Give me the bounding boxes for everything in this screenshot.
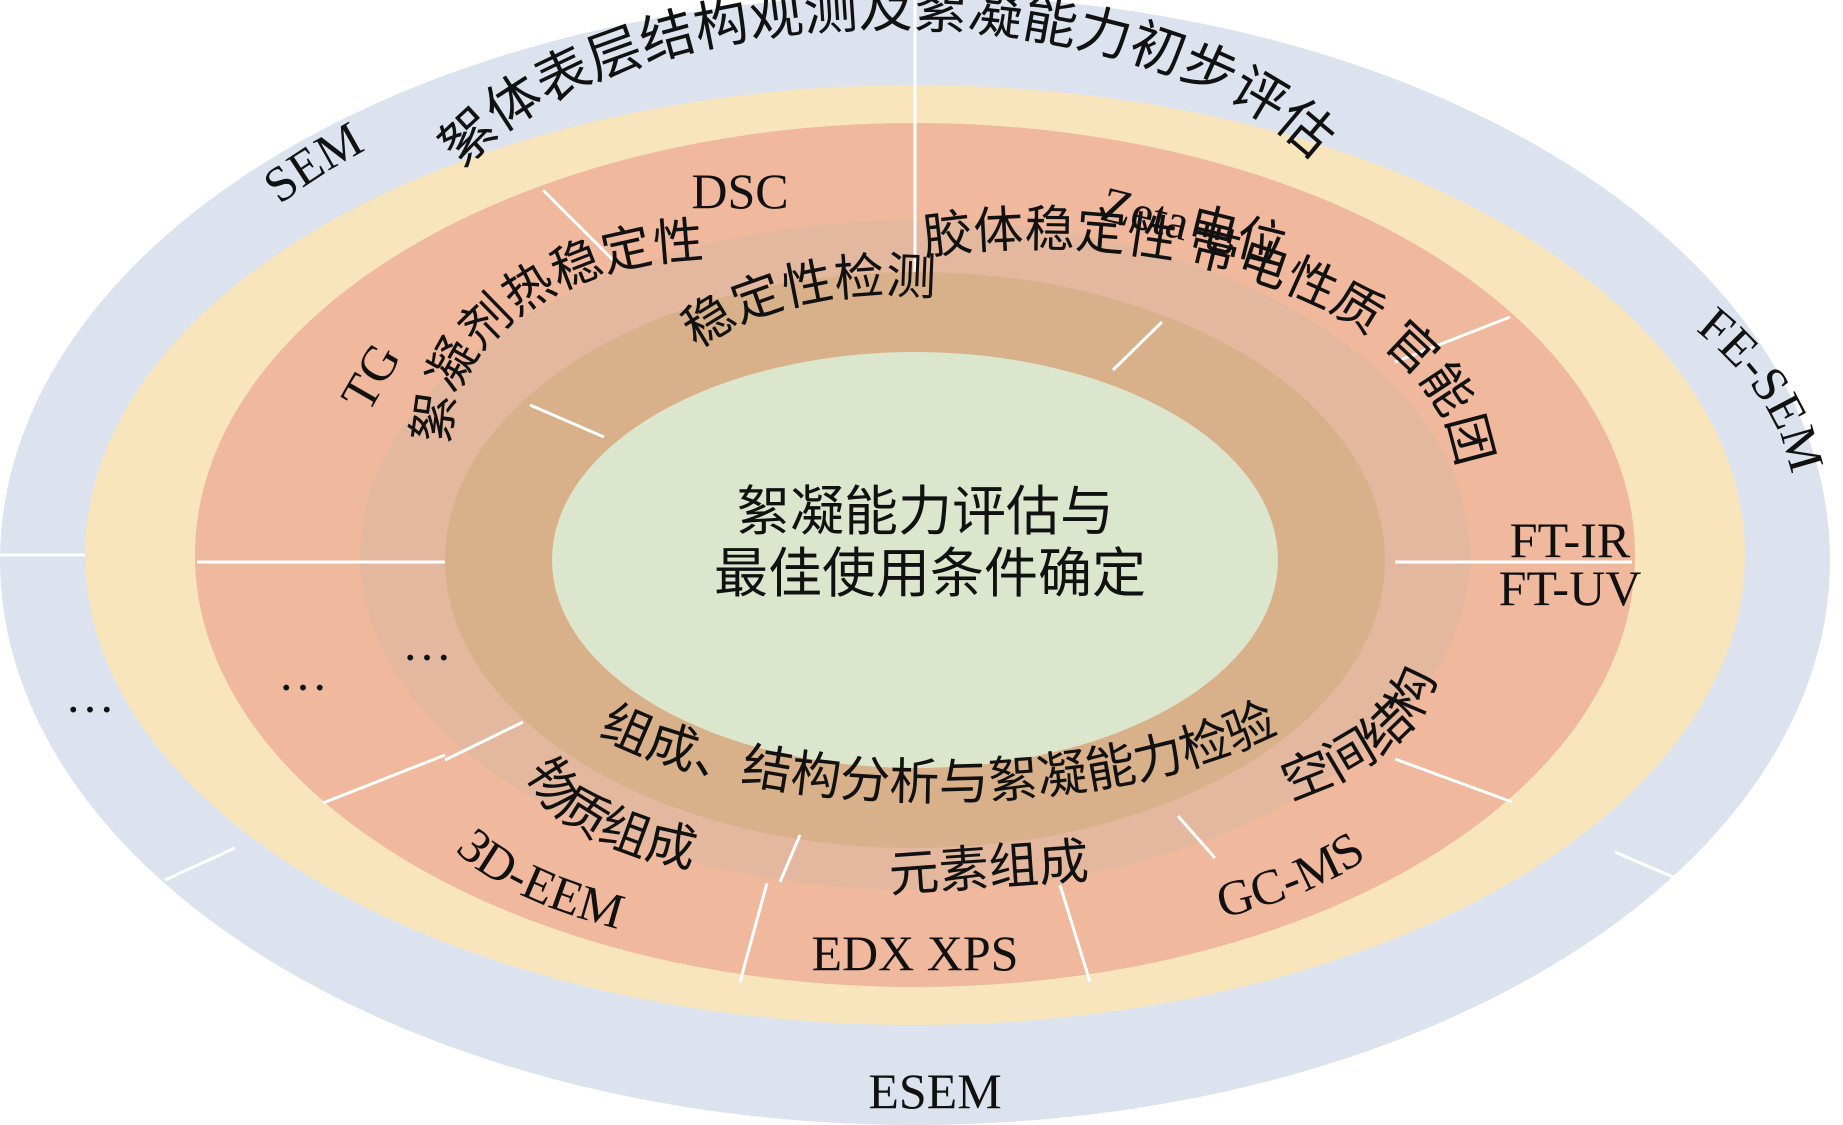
methods-ellipsis: … [278, 645, 328, 701]
methods-divider-bottom-left [322, 753, 446, 805]
sector-dividers [0, 0, 1680, 982]
methods-divider-gcms-ftir [1394, 757, 1513, 804]
center-core [552, 352, 1278, 768]
outer-divider-bottom-left [164, 846, 236, 882]
methods-divider-edx-gcms [1058, 884, 1092, 983]
edx-xps-label: EDX XPS [812, 925, 1019, 981]
sectors-divider-right-top [1111, 320, 1164, 372]
sectors-ellipsis: … [402, 615, 452, 671]
center-line-2: 最佳使用条件确定 [714, 544, 1146, 604]
outer-ellipsis: … [65, 667, 115, 723]
outer-divider-bottom-right [1614, 850, 1681, 882]
ftir-label: FT-IR [1510, 512, 1631, 568]
sectors-divider-bottom-right [1176, 815, 1217, 859]
sectors-divider-left-top [529, 403, 605, 439]
esem-label: ESEM [868, 1063, 1001, 1119]
methods-divider-tg-dsc [541, 188, 617, 264]
ftuv-label: FT-UV [1499, 560, 1642, 616]
dsc-label: DSC [691, 163, 788, 219]
methods-divider-zeta-ftir [1394, 315, 1511, 364]
sectors-divider-bottom-left [444, 720, 524, 762]
element-composition-label: 元素组成 [887, 833, 1090, 903]
methods-divider-eem-edx [738, 882, 769, 983]
center-line-1: 絮凝能力评估与 [736, 482, 1114, 542]
sectors-divider-bottom-mid [778, 834, 802, 883]
